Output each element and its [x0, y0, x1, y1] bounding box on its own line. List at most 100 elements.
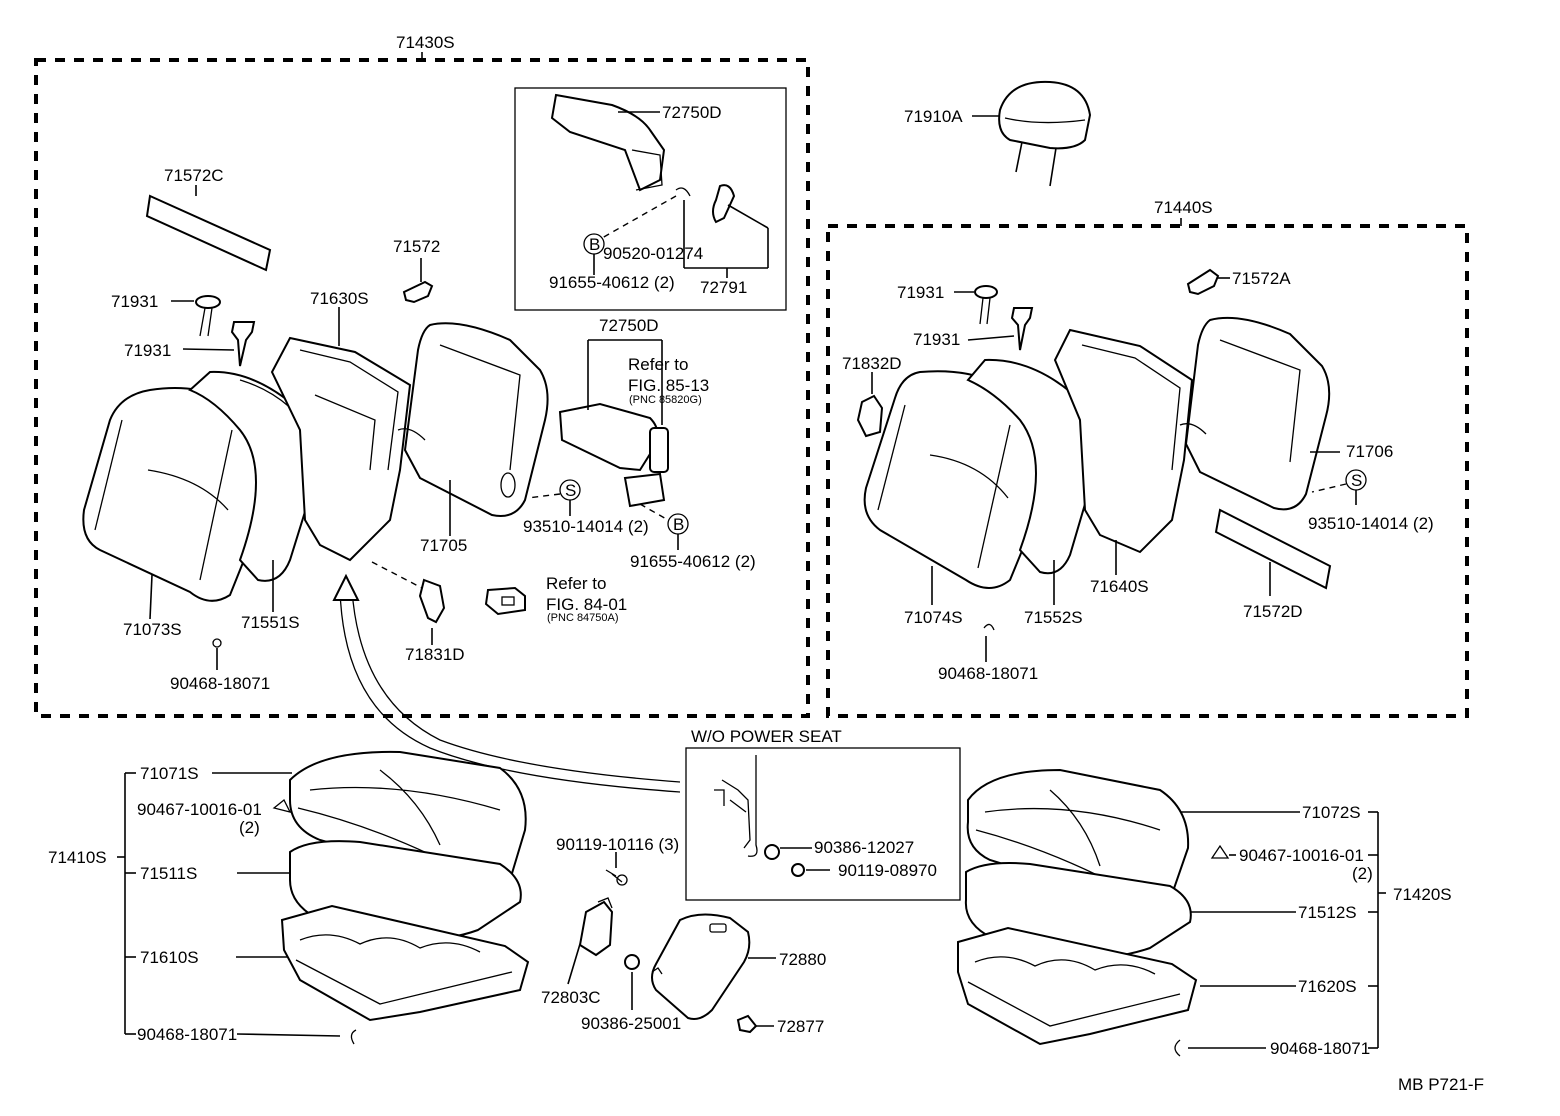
label-90467-b-qty: (2) [1352, 864, 1373, 883]
label-90468-c: 90468-18071 [137, 1025, 237, 1044]
label-71931-a: 71931 [111, 292, 158, 311]
label-71931-c: 71931 [897, 283, 944, 302]
bracket-72803C [578, 900, 614, 957]
label-ref1-title: Refer to [628, 355, 688, 374]
label-71572A: 71572A [1232, 269, 1291, 288]
rear-back-group-frame [826, 224, 1469, 718]
label-90467-a: 90467-10016-01 [137, 800, 262, 819]
strip-71572C [145, 194, 272, 272]
label-71572D: 71572D [1243, 602, 1303, 621]
label-71705: 71705 [420, 536, 467, 555]
bracket-71572A [1186, 268, 1220, 296]
label-71831D: 71831D [405, 645, 465, 664]
back-board-71705 [403, 322, 549, 517]
label-71572: 71572 [393, 237, 440, 256]
label-ref2-pnc: (PNC 84750A) [547, 612, 619, 624]
label-71706: 71706 [1346, 442, 1393, 461]
label-72791: 72791 [700, 278, 747, 297]
clip-71931-b [230, 321, 256, 367]
label-91655-a: 91655-40612 (2) [549, 273, 675, 292]
label-93510-b: 93510-14014 (2) [1308, 514, 1434, 533]
clip-71832D [856, 394, 884, 438]
seat-track-fragment [721, 755, 758, 857]
bracket-71572 [402, 280, 434, 304]
label-90119-08970: 90119-08970 [838, 861, 937, 880]
label-90468-b: 90468-18071 [938, 664, 1038, 683]
label-71620S: 71620S [1298, 977, 1357, 996]
nut-90119-08970 [791, 863, 805, 877]
back-board-71706 [1184, 316, 1331, 511]
clip-71931-c [974, 285, 998, 325]
routing-arrow [351, 589, 681, 783]
label-72750D-b: 72750D [599, 316, 659, 335]
headrest-71910A [998, 80, 1092, 187]
label-footer-code: MB P721-F [1398, 1075, 1484, 1094]
label-72750D-a: 72750D [662, 103, 722, 122]
inset-box-72750D [514, 87, 787, 311]
cushion-frame-71610S [280, 904, 530, 1022]
label-71410S: 71410S [48, 848, 107, 867]
clip-71931-d [1010, 307, 1034, 351]
label-ref1-pnc: (PNC 85820G) [629, 394, 702, 406]
label-wo-power-seat: W/O POWER SEAT [691, 727, 842, 746]
label-71552S: 71552S [1024, 608, 1083, 627]
strip-71572D [1214, 508, 1332, 590]
bracket-71831D [418, 578, 446, 624]
callout-s-2-text: S [1351, 471, 1362, 490]
label-90468-a: 90468-18071 [170, 674, 270, 693]
callout-s-1-text: S [565, 481, 576, 500]
clip-71931-a [195, 295, 221, 337]
front-back-group-frame [34, 58, 810, 718]
label-71572C: 71572C [164, 166, 224, 185]
cushion-cover-71071S [289, 750, 527, 888]
label-71072S: 71072S [1302, 803, 1361, 822]
cushion-frame-71620S [957, 926, 1198, 1046]
connector-84750A [484, 586, 526, 616]
label-71071S: 71071S [140, 764, 199, 783]
label-72877: 72877 [777, 1017, 824, 1036]
label-72880: 72880 [779, 950, 826, 969]
label-71551S: 71551S [241, 613, 300, 632]
label-71440S: 71440S [1154, 198, 1213, 217]
label-71420S: 71420S [1393, 885, 1452, 904]
label-90386-25001: 90386-25001 [581, 1014, 681, 1033]
label-71630S: 71630S [310, 289, 369, 308]
nut-90386-25001 [624, 954, 640, 970]
label-90467-a-qty: (2) [239, 818, 260, 837]
label-90520-01274: 90520-01274 [603, 244, 703, 263]
label-ref2-title: Refer to [546, 574, 606, 593]
wo-power-seat-box [685, 747, 961, 901]
label-90386-12027: 90386-12027 [814, 838, 914, 857]
clip-72877 [736, 1014, 758, 1034]
cushion-cover-71072S [966, 768, 1190, 909]
switch-85820G [623, 427, 669, 508]
label-ref1-fig: FIG. 85-13 [628, 376, 709, 395]
label-71430S: 71430S [396, 33, 455, 52]
callout-b-1-text: B [589, 235, 600, 254]
label-90467-b: 90467-10016-01 [1239, 846, 1364, 865]
label-71512S: 71512S [1298, 903, 1357, 922]
nut-90386-12027 [764, 844, 780, 860]
label-71610S: 71610S [140, 948, 199, 967]
callout-b-2-text: B [673, 515, 684, 534]
label-71931-d: 71931 [913, 330, 960, 349]
label-90119-10116: 90119-10116 (3) [556, 835, 679, 854]
label-72803C: 72803C [541, 988, 601, 1007]
cover-72750D-b [558, 402, 659, 472]
label-71931-b: 71931 [124, 341, 171, 360]
lever-72791 [712, 184, 736, 224]
label-71511S: 71511S [140, 864, 197, 883]
label-71073S: 71073S [123, 620, 182, 639]
label-71640S: 71640S [1090, 577, 1149, 596]
label-71074S: 71074S [904, 608, 963, 627]
cover-72750D-a [550, 93, 666, 192]
label-90468-d: 90468-18071 [1270, 1039, 1370, 1058]
label-93510-a: 93510-14014 (2) [523, 517, 649, 536]
label-71832D: 71832D [842, 354, 902, 373]
seatback-frame-71630S [270, 336, 412, 562]
label-71910A: 71910A [904, 107, 963, 126]
label-ref2-fig: FIG. 84-01 [546, 595, 627, 614]
seatback-frame-71640S [1053, 328, 1194, 554]
